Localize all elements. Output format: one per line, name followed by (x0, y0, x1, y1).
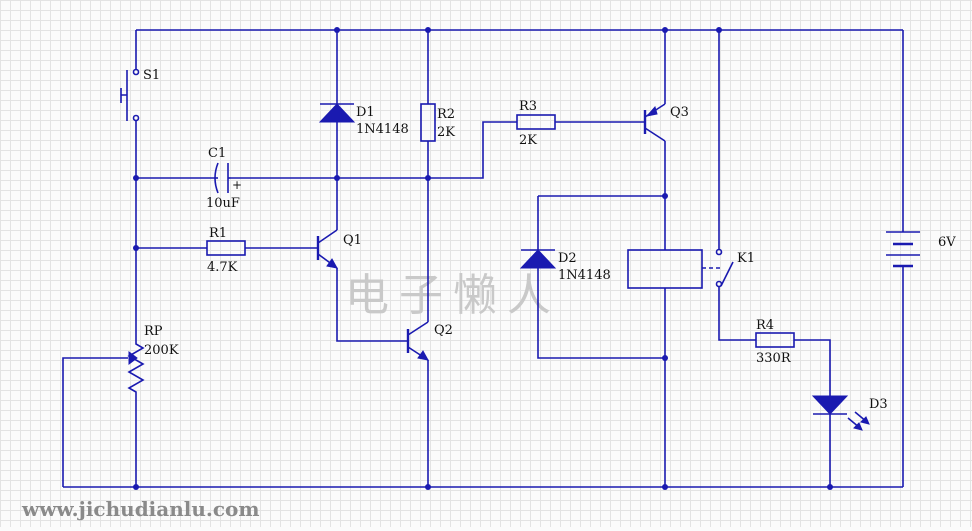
led-d3: D3 (811, 395, 888, 431)
r2-value: 2K (437, 125, 455, 140)
relay-switch-k1: K1 (715, 248, 755, 288)
k1-label: K1 (737, 251, 755, 266)
d3-label: D3 (869, 397, 888, 412)
q1-label: Q1 (343, 233, 362, 248)
resistor-r1: R1 4.7K (206, 226, 246, 275)
diode-d1: D1 1N4148 (318, 103, 409, 137)
r3-value: 2K (519, 133, 537, 148)
d1-value: 1N4148 (356, 122, 409, 137)
d1-label: D1 (356, 105, 375, 120)
junctions (133, 27, 833, 490)
rp-label: RP (144, 324, 163, 339)
transistor-q1: Q1 (316, 229, 362, 269)
resistor-r2: R2 2K (420, 103, 455, 142)
rp-value: 200K (144, 343, 179, 358)
battery-6v: 6V (886, 231, 956, 268)
watermark-text: 电子懒人 (345, 270, 561, 321)
r2-label: R2 (437, 107, 455, 122)
wires (62, 29, 904, 488)
r4-value: 330R (756, 351, 792, 366)
c1-label: C1 (208, 146, 226, 161)
diode-d2: D2 1N4148 (519, 249, 611, 283)
relay-coil-k1 (627, 249, 722, 289)
q2-label: Q2 (434, 323, 453, 338)
transistor-q3: Q3 (643, 103, 689, 142)
q3-label: Q3 (670, 105, 689, 120)
r1-value: 4.7K (207, 260, 238, 275)
battery-label: 6V (938, 235, 956, 250)
r3-label: R3 (519, 99, 537, 114)
switch-s1: S1 (120, 68, 160, 122)
site-url: www.jichudianlu.com (21, 497, 260, 521)
c1-plus: + (232, 178, 242, 192)
s1-label: S1 (143, 68, 160, 83)
capacitor-c1: C1 10uF + (206, 146, 242, 211)
resistor-r3: R3 2K (516, 99, 556, 148)
resistor-r4: R4 330R (755, 318, 795, 366)
r4-label: R4 (756, 318, 774, 333)
d2-label: D2 (558, 251, 577, 266)
c1-value: 10uF (206, 196, 240, 211)
r1-label: R1 (209, 226, 227, 241)
transistor-q2: Q2 (406, 321, 453, 361)
d2-value: 1N4148 (558, 268, 611, 283)
potentiometer-rp: RP 200K (127, 324, 179, 402)
